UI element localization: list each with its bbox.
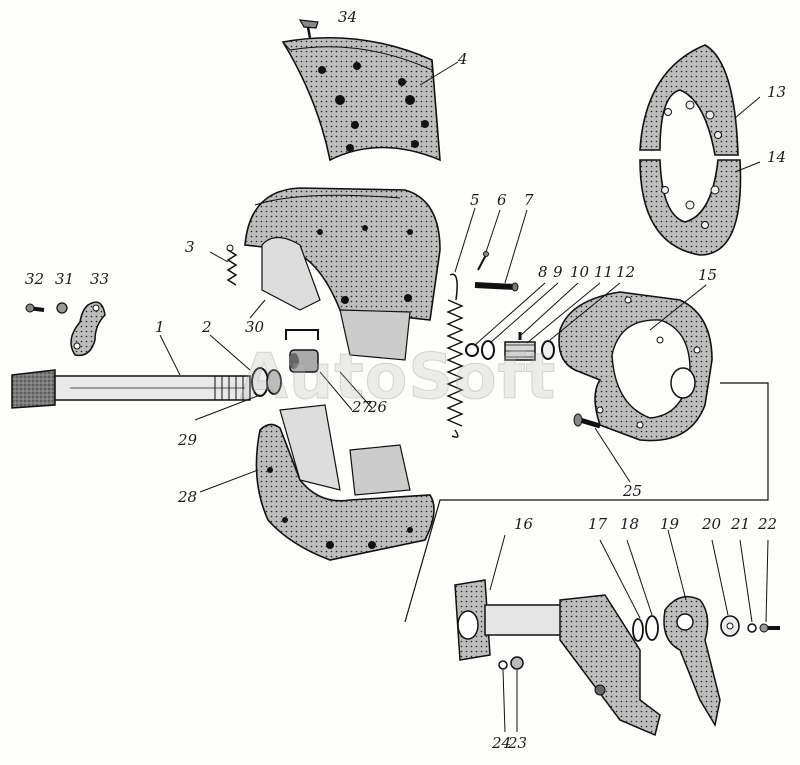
watermark: AutoSoft (239, 340, 557, 414)
label-33: 33 (90, 270, 110, 288)
washer-21 (747, 623, 757, 633)
brake-lining-4 (281, 36, 441, 162)
assembly-leader-line (404, 382, 769, 623)
label-20: 20 (702, 515, 722, 533)
label-10: 10 (570, 263, 590, 281)
pin-6 (477, 251, 489, 271)
label-19: 19 (660, 515, 680, 533)
label-21: 21 (731, 515, 751, 533)
nut-31 (56, 302, 68, 314)
nut-23 (510, 656, 524, 670)
label-12: 12 (616, 263, 636, 281)
washer-20 (720, 615, 740, 637)
brake-shoe-upper (244, 187, 441, 361)
label-30: 30 (245, 318, 265, 336)
label-2: 2 (202, 318, 212, 336)
label-27: 27 (352, 398, 372, 416)
screw-34 (298, 19, 319, 39)
plate-33 (70, 301, 106, 357)
washer-12 (541, 340, 555, 360)
label-4: 4 (458, 50, 468, 68)
label-14: 14 (767, 148, 787, 166)
label-16: 16 (514, 515, 534, 533)
ring-8 (465, 343, 479, 357)
bolt-32 (25, 303, 45, 313)
label-18: 18 (620, 515, 640, 533)
bushing-10 (504, 341, 536, 361)
label-13: 13 (767, 83, 787, 101)
washer-9 (481, 340, 495, 360)
shield-13 (639, 44, 739, 156)
bolt-25 (573, 413, 601, 429)
leader-lines (159, 61, 769, 733)
label-15: 15 (698, 266, 718, 284)
label-32: 32 (25, 270, 45, 288)
ring-18 (645, 615, 659, 641)
label-8: 8 (538, 263, 548, 281)
label-11: 11 (594, 263, 614, 281)
roller-26 (289, 349, 319, 373)
bolt-22 (759, 623, 780, 633)
label-1: 1 (155, 318, 165, 336)
label-31: 31 (55, 270, 75, 288)
spring-5 (446, 273, 464, 438)
anchor-plate-15 (558, 291, 713, 442)
label-6: 6 (497, 191, 507, 209)
slack-adjuster-19 (663, 595, 721, 728)
label-5: 5 (470, 191, 480, 209)
label-29: 29 (178, 431, 198, 449)
label-23: 23 (508, 734, 528, 752)
label-17: 17 (588, 515, 608, 533)
spring-3 (226, 244, 238, 286)
clip-27 (285, 329, 319, 340)
shield-14 (639, 159, 742, 256)
label-24: 24 (492, 734, 512, 752)
camshaft-1 (11, 369, 251, 409)
label-25: 25 (623, 482, 643, 500)
pin-7 (474, 282, 519, 292)
label-34: 34 (338, 8, 358, 26)
ring-17 (632, 618, 644, 642)
label-28: 28 (178, 488, 198, 506)
washer-29 (266, 369, 282, 395)
label-22: 22 (758, 515, 778, 533)
label-26: 26 (368, 398, 388, 416)
brake-shoe-lower (255, 404, 435, 561)
label-3: 3 (185, 238, 195, 256)
label-9: 9 (553, 263, 563, 281)
camshaft-bracket-16 (454, 579, 661, 737)
washer-24 (498, 660, 508, 670)
label-7: 7 (524, 191, 534, 209)
